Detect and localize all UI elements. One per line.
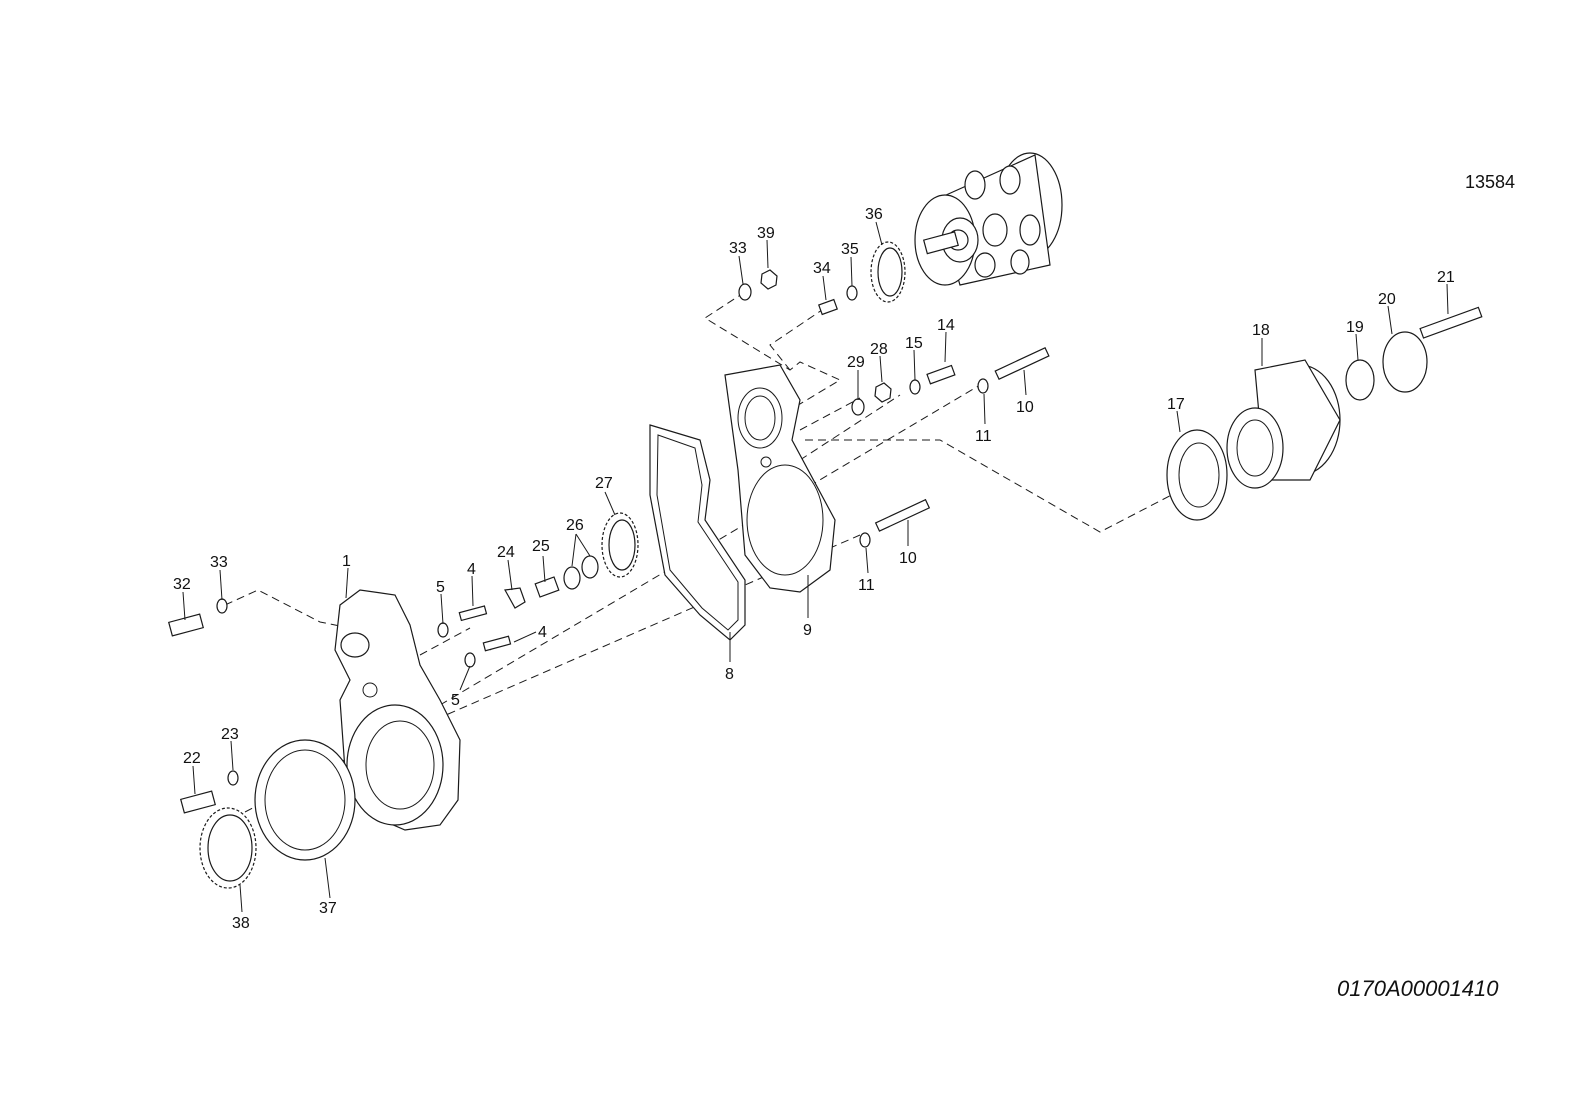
nut-39: [760, 269, 778, 290]
gear-27: [601, 512, 639, 578]
callout-35: 35: [841, 241, 859, 258]
callout-27: 27: [595, 475, 613, 492]
callout-34: 34: [813, 260, 831, 277]
o-ring-19: [1345, 359, 1375, 401]
callout-labels: 1 4 4 5 5 8 9 10 10 11 11 14 15 17 18 19…: [173, 206, 1455, 932]
drawing-reference-number: 13584: [1465, 172, 1515, 192]
pin-25: [534, 576, 560, 598]
document-number: 0170A00001410: [1337, 976, 1499, 1001]
callout-9: 9: [803, 622, 812, 639]
callout-14: 14: [937, 317, 955, 334]
washer-11-lower: [859, 532, 871, 548]
gasket-37: [254, 739, 356, 861]
callout-37: 37: [319, 900, 337, 917]
callout-33-lower: 33: [210, 554, 228, 571]
callout-29: 29: [847, 354, 865, 371]
callout-17: 17: [1167, 396, 1185, 413]
callout-33-upper: 33: [729, 240, 747, 257]
washer-33-lower: [216, 598, 228, 614]
gear-36: [870, 241, 906, 303]
bolt-10-lower: [874, 498, 931, 532]
bolt-10-upper: [994, 346, 1050, 380]
callout-26: 26: [566, 517, 584, 534]
flange-18: [1226, 359, 1341, 489]
callout-32: 32: [173, 576, 191, 593]
bolt-4-upper: [458, 605, 488, 622]
washer-23: [227, 770, 239, 786]
callout-5-lower: 5: [451, 692, 460, 709]
callout-23: 23: [221, 726, 239, 743]
bolt-14: [926, 364, 956, 385]
callout-18: 18: [1252, 322, 1270, 339]
leader-lines: [182, 221, 1449, 913]
clip-24: [504, 587, 526, 609]
callout-39: 39: [757, 225, 775, 242]
callout-1: 1: [342, 553, 351, 570]
gasket-8: [649, 424, 746, 641]
bolt-4-lower: [482, 635, 512, 652]
washer-15: [909, 379, 921, 395]
callout-21: 21: [1437, 269, 1455, 286]
callout-36: 36: [865, 206, 883, 223]
callout-11-lower: 11: [858, 577, 875, 594]
callout-24: 24: [497, 544, 515, 561]
callout-25: 25: [532, 538, 550, 555]
nut-28: [874, 382, 892, 403]
callout-19: 19: [1346, 319, 1364, 336]
stud-22: [179, 790, 217, 814]
callout-4-lower: 4: [538, 624, 547, 641]
washer-35: [846, 285, 858, 301]
callout-10-lower: 10: [899, 550, 917, 567]
washer-5-upper: [437, 622, 449, 638]
callout-15: 15: [905, 335, 923, 352]
callout-5-upper: 5: [436, 579, 445, 596]
callout-22: 22: [183, 750, 201, 767]
pump-housing-1: [334, 589, 461, 831]
callout-10-upper: 10: [1016, 399, 1034, 416]
callout-11-upper: 11: [975, 428, 992, 445]
washer-5-lower: [464, 652, 476, 668]
washer-29: [851, 398, 865, 416]
stud-32: [167, 613, 205, 637]
callout-28: 28: [870, 341, 888, 358]
washer-11-upper: [977, 378, 989, 394]
washer-33-upper: [738, 283, 752, 301]
bolt-21: [1419, 306, 1483, 339]
callout-8: 8: [725, 666, 734, 683]
callout-38: 38: [232, 915, 250, 932]
springs-26: [563, 555, 599, 590]
seal-17: [1166, 429, 1228, 521]
callout-20: 20: [1378, 291, 1396, 308]
hydraulic-motor: [914, 152, 1063, 286]
cover-plate-9: [724, 364, 836, 593]
callout-4-upper: 4: [467, 561, 476, 578]
ring-gear-38: [199, 807, 257, 889]
cap-20: [1382, 331, 1428, 393]
bolt-34: [818, 298, 838, 316]
